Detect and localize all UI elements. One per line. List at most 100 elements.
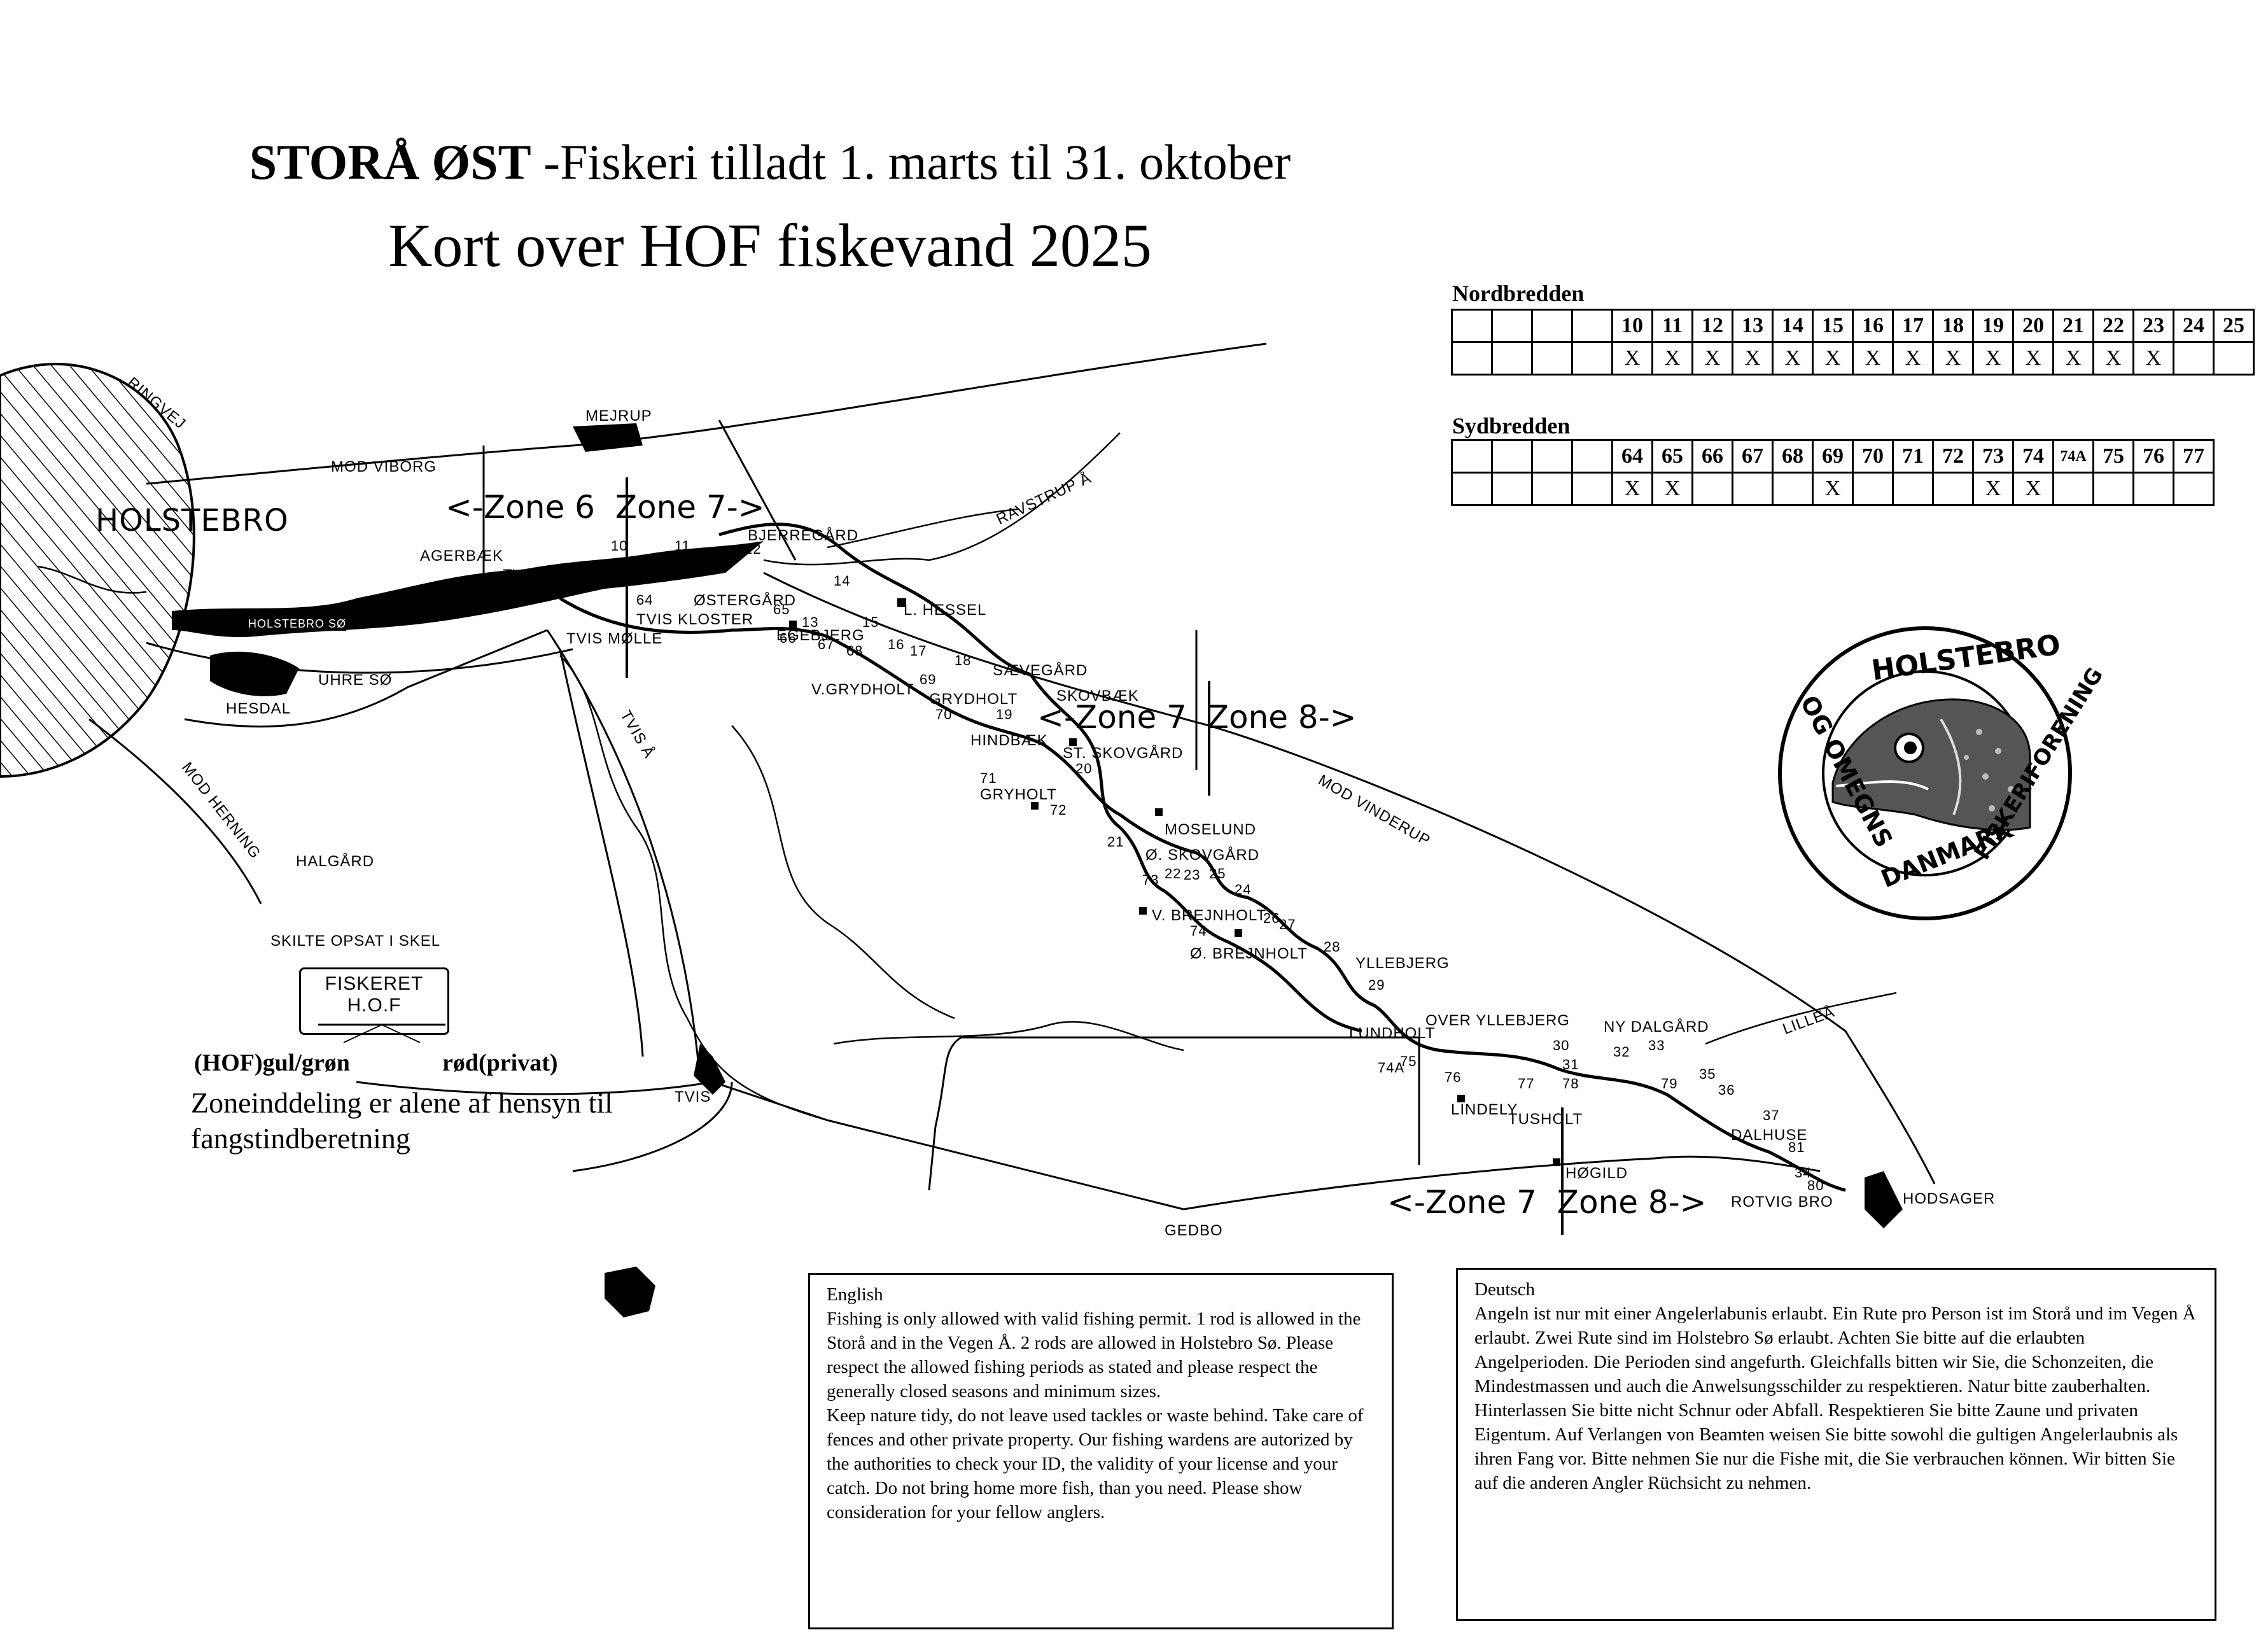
- label-holstebro-so: HOLSTEBRO SØ: [248, 617, 347, 631]
- river-number-19: 19: [996, 706, 1013, 722]
- sydbredden-number-cell-0: [1451, 439, 1493, 474]
- nordbredden-mark-cell-7: X: [1732, 341, 1774, 376]
- label-skovbaek: SKOVBÆK: [1056, 687, 1139, 705]
- river-number-24: 24: [1235, 882, 1252, 897]
- river-number-13: 13: [802, 614, 819, 630]
- sydbredden-number-cell-15: 74A: [2052, 439, 2094, 474]
- sydbredden-mark-cell-2: [1531, 472, 1573, 506]
- label-hesdal: HESDAL: [226, 700, 291, 717]
- river-number-18: 18: [955, 652, 972, 668]
- label-lundholt: LUNDHOLT: [1349, 1025, 1436, 1042]
- label-ostergaard: ØSTERGÅRD: [694, 592, 797, 609]
- river-number-67: 67: [818, 636, 835, 652]
- nordbredden-number-cell-5: 11: [1651, 309, 1693, 343]
- river-number-17: 17: [910, 643, 927, 659]
- nordbredden-number-cell-7: 13: [1732, 309, 1774, 343]
- river-number-34: 34: [1795, 1165, 1812, 1181]
- sydbredden-number-cell-2: [1531, 439, 1573, 474]
- label-tvis-kloster: TVIS KLOSTER: [636, 611, 754, 628]
- sydbredden-number-cell-10: 70: [1852, 439, 1894, 474]
- sydbredden-number-cell-6: 66: [1691, 439, 1733, 474]
- label-yllebjerg: YLLEBJERG: [1355, 955, 1450, 972]
- sydbredden-mark-cell-8: [1772, 472, 1814, 506]
- river-number-37: 37: [1763, 1107, 1780, 1123]
- river-number-71: 71: [980, 770, 997, 786]
- label-o-skovgaard: Ø. SKOVGÅRD: [1145, 847, 1260, 864]
- sydbredden-number-cell-17: 76: [2132, 439, 2174, 474]
- river-number-72: 72: [1050, 802, 1067, 818]
- nordbredden-number-cell-9: 15: [1812, 309, 1854, 343]
- river-number-76: 76: [1445, 1069, 1462, 1085]
- label-tvis: TVIS: [675, 1088, 711, 1106]
- sign-right-label: rød(privat): [442, 1050, 558, 1076]
- river-number-33: 33: [1648, 1037, 1665, 1053]
- sign-illustration: FISKERET H.O.F: [299, 967, 449, 1035]
- nordbredden-mark-cell-15: X: [2052, 341, 2094, 376]
- sydbredden-mark-cell-9: X: [1812, 472, 1854, 506]
- label-tusholt: TUSHOLT: [1508, 1111, 1583, 1128]
- sydbredden-number-cell-8: 68: [1772, 439, 1814, 474]
- river-number-66: 66: [780, 630, 797, 646]
- nordbredden-mark-cell-12: X: [1932, 341, 1974, 376]
- sydbredden-mark-cell-5: X: [1651, 472, 1693, 506]
- label-agerbaek: AGERBÆK: [420, 547, 504, 565]
- nordbredden-number-cell-12: 18: [1932, 309, 1974, 343]
- nordbredden-mark-cell-10: X: [1852, 341, 1894, 376]
- sydbredden-mark-cell-4: X: [1611, 472, 1653, 506]
- zone-label-6-7: <-Zone 6 Zone 7->: [445, 489, 765, 526]
- sydbredden-mark-cell-3: [1571, 472, 1613, 506]
- sydbredden-number-cell-3: [1571, 439, 1613, 474]
- nordbredden-mark-cell-4: X: [1611, 341, 1653, 376]
- river-number-23: 23: [1184, 867, 1201, 883]
- river-number-25: 25: [1209, 866, 1226, 882]
- label-hodsager: HODSAGER: [1903, 1190, 1996, 1207]
- sydbredden-mark-cell-16: [2092, 472, 2134, 506]
- river-number-75: 75: [1400, 1053, 1417, 1069]
- english-info-box: English Fishing is only allowed with val…: [808, 1273, 1394, 1629]
- nordbredden-mark-cell-1: [1491, 341, 1533, 376]
- label-mejrup: MEJRUP: [585, 407, 652, 425]
- label-rotvig-bro: ROTVIG BRO: [1731, 1193, 1833, 1211]
- label-l-hessel: L. HESSEL: [904, 601, 987, 619]
- river-number-32: 32: [1613, 1044, 1630, 1060]
- sign-left-label: (HOF)gul/grøn: [194, 1050, 350, 1076]
- sydbredden-number-cell-4: 64: [1611, 439, 1653, 474]
- river-number-16: 16: [888, 636, 905, 652]
- river-number-81: 81: [1788, 1139, 1805, 1155]
- nordbredden-mark-cell-5: X: [1651, 341, 1693, 376]
- river-number-68: 68: [846, 643, 864, 659]
- nordbredden-mark-cell-19: [2213, 341, 2255, 376]
- zone-label-7-8-a: <-Zone 7 Zone 8->: [1037, 699, 1357, 736]
- nordbredden-title: Nordbredden: [1452, 281, 1585, 306]
- nordbredden-number-cell-17: 23: [2132, 309, 2174, 343]
- river-number-78: 78: [1562, 1076, 1579, 1092]
- title-bold: STORÅ ØST: [249, 134, 531, 190]
- nordbredden-mark-cell-6: X: [1691, 341, 1733, 376]
- sign-line2: H.O.F: [347, 995, 402, 1016]
- river-number-80: 80: [1807, 1177, 1824, 1193]
- nordbredden-number-cell-15: 21: [2052, 309, 2094, 343]
- river-number-27: 27: [1279, 917, 1296, 932]
- river-number-36: 36: [1718, 1082, 1735, 1098]
- label-v-brejnholt: V. BREJNHOLT: [1152, 907, 1267, 924]
- sydbredden-mark-cell-14: X: [2012, 472, 2054, 506]
- label-o-brejnholt: Ø. BREJNHOLT: [1190, 945, 1308, 962]
- sydbredden-mark-cell-1: [1491, 472, 1533, 506]
- sydbredden-mark-cell-15: [2052, 472, 2094, 506]
- nordbredden-mark-cell-11: X: [1892, 341, 1934, 376]
- label-grydholt: GRYDHOLT: [929, 691, 1018, 708]
- label-tvis-molle: TVIS MØLLE: [566, 630, 663, 647]
- sydbredden-number-cell-11: 71: [1892, 439, 1934, 474]
- sign-pole-icon: [318, 1023, 445, 1043]
- sign-header: SKILTE OPSAT I SKEL: [270, 932, 441, 950]
- label-lindely: LINDELY: [1451, 1101, 1518, 1118]
- sydbredden-number-cell-12: 72: [1932, 439, 1974, 474]
- sydbredden-mark-cell-13: X: [1972, 472, 2014, 506]
- sydbredden-number-cell-16: 75: [2092, 439, 2134, 474]
- river-number-10: 10: [611, 538, 628, 554]
- sydbredden-mark-cell-18: [2173, 472, 2215, 506]
- nordbredden-number-cell-1: [1491, 309, 1533, 343]
